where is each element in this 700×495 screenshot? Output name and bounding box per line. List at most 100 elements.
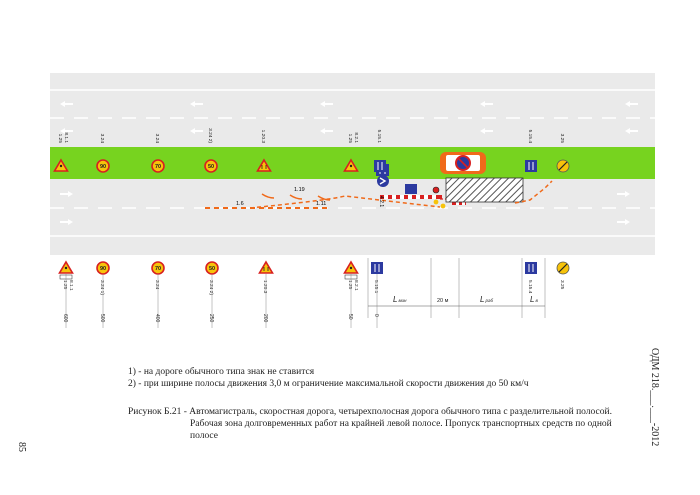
traffic-sign-5-15-1: 5.15.1 0	[371, 262, 383, 328]
sign-code-label: 3.24 1)	[99, 280, 105, 295]
median-sign: 3.25	[556, 134, 570, 173]
speed-limit-icon: 90	[96, 261, 110, 275]
lane-direction-icon	[371, 262, 383, 274]
sign-code-label: 3.24	[154, 134, 160, 144]
speed-limit-icon: 70	[151, 159, 165, 173]
lane-direction-icon	[525, 160, 537, 172]
bottom-direction-arrows	[60, 191, 630, 225]
dim-20m: 20 м	[437, 298, 449, 304]
in-zone-sign-4-2-1: 4.2.1	[377, 175, 389, 207]
sign-table-label: 8.1.1	[63, 132, 69, 143]
lane-direction-icon	[405, 184, 417, 194]
sign-code-label: 3.24 2)	[207, 128, 213, 143]
traffic-sign-3-24: 50 3.24 2) 250	[205, 261, 219, 328]
sign-distance-label: 200	[262, 314, 268, 323]
median-sign: 50 3.24 2)	[204, 128, 218, 173]
traffic-sign-3-25: 3.25	[556, 261, 570, 290]
caption-line-1: Рисунок Б.21 - Автомагистраль, скоростна…	[128, 407, 612, 417]
marking-taper	[249, 195, 441, 209]
sign-code-label: 5.15.4	[527, 130, 533, 144]
lane-direction-icon	[374, 160, 386, 172]
sign-code-label: 3.25	[559, 280, 565, 290]
svg-text:70: 70	[155, 164, 161, 170]
footnote-1: 1) - на дороге обычного типа знак не ста…	[128, 367, 315, 377]
sign-code-label: 1.25	[62, 280, 68, 290]
sign-distance-label: 0	[373, 314, 379, 317]
warning-lights	[432, 186, 446, 209]
speed-limit-icon: 50	[204, 159, 218, 173]
in-zone-sign-5-15-1b	[405, 184, 417, 194]
traffic-sign-3-24: 90 3.24 1) 500	[96, 261, 110, 328]
sign-code-label: 1.25	[347, 134, 353, 144]
speed-limit-icon: 50	[205, 261, 219, 275]
road-narrows-icon	[256, 158, 272, 172]
marking-label-1-11: 1.11	[316, 201, 326, 207]
work-zone	[445, 177, 524, 203]
sign-distance-label: 400	[154, 314, 160, 323]
marking-label-1-19: 1.19	[294, 187, 305, 193]
sign-table-label: 8.1.1	[68, 280, 74, 291]
traffic-sign-5-15-4: 5.15.4	[525, 262, 537, 294]
sign-distance-label: 500	[99, 314, 105, 323]
sign-table-label: 8.2.1	[353, 132, 359, 143]
sign-code-label: 3.24	[99, 134, 105, 144]
svg-text:50: 50	[208, 164, 214, 170]
caption-line-2: Рабочая зона долговременных работ на кра…	[190, 419, 612, 429]
dim-l-min: Lмин	[393, 295, 407, 304]
end-of-limit-icon	[556, 261, 570, 275]
end-of-limit-icon	[556, 159, 570, 173]
work-vehicle	[440, 152, 486, 174]
end-taper	[514, 180, 553, 204]
svg-text:50: 50	[209, 266, 215, 272]
caption-line-3: полосе	[190, 431, 218, 441]
roadworks-warning-icon	[58, 260, 74, 274]
sign-code-label: 1.20.3	[260, 130, 266, 144]
marking-arrows-1-19	[261, 193, 331, 201]
sign-distance-label: 250	[208, 314, 214, 323]
svg-text:90: 90	[100, 266, 106, 272]
traffic-sign-3-24: 70 3.24 400	[151, 261, 165, 328]
marking-label-1-6: 1.6	[236, 201, 244, 207]
figure-caption: Рисунок Б.21 - Автомагистраль, скоростна…	[128, 406, 638, 442]
sign-code-label: 3.24	[154, 280, 160, 290]
footnote-2: 2) - при ширине полосы движения 3,0 м ог…	[128, 379, 529, 389]
median-sign: 5.15.1	[374, 130, 386, 172]
roadworks-warning-icon	[53, 158, 69, 172]
speed-limit-icon: 70	[151, 261, 165, 275]
top-carriageway	[50, 73, 655, 147]
sign-code-label: 5.15.4	[527, 280, 533, 294]
sign-code-label: 3.24 2)	[208, 280, 214, 295]
sign-code-label: 1.25	[347, 280, 353, 290]
median-sign: 703.24	[151, 134, 165, 173]
roadworks-warning-icon	[343, 158, 359, 172]
document-code: ОДМ 218.___.___-2012	[649, 348, 660, 447]
dim-l-v: Lв	[530, 295, 538, 304]
keep-right-icon	[377, 175, 389, 187]
svg-text:70: 70	[155, 266, 161, 272]
sign-distance-label: 50	[347, 314, 353, 320]
median-sign: 5.15.4	[525, 130, 537, 172]
dimension-lines	[367, 258, 546, 318]
lane-direction-icon	[525, 262, 537, 274]
roadworks-warning-icon	[343, 260, 359, 274]
median-sign: 1.20.3	[256, 130, 272, 172]
sign-code-label: 5.15.1	[373, 280, 379, 294]
traffic-sign-1-20-3: 1.20.3 200	[258, 260, 274, 328]
road-narrows-icon	[258, 260, 274, 274]
svg-text:90: 90	[100, 164, 106, 170]
sign-code-label: 1.20.3	[262, 280, 268, 294]
top-direction-arrows	[60, 101, 638, 134]
sign-distance-label: 600	[62, 314, 68, 323]
median-sign: 903.24	[96, 134, 110, 173]
speed-limit-icon: 90	[96, 159, 110, 173]
sign-table-label: 8.2.1	[353, 280, 359, 291]
svg-text:4.2.1: 4.2.1	[378, 196, 384, 207]
sign-code-label: 3.25	[559, 134, 565, 144]
bottom-carriageway	[50, 179, 655, 255]
sign-code-label: 5.15.1	[376, 130, 382, 144]
